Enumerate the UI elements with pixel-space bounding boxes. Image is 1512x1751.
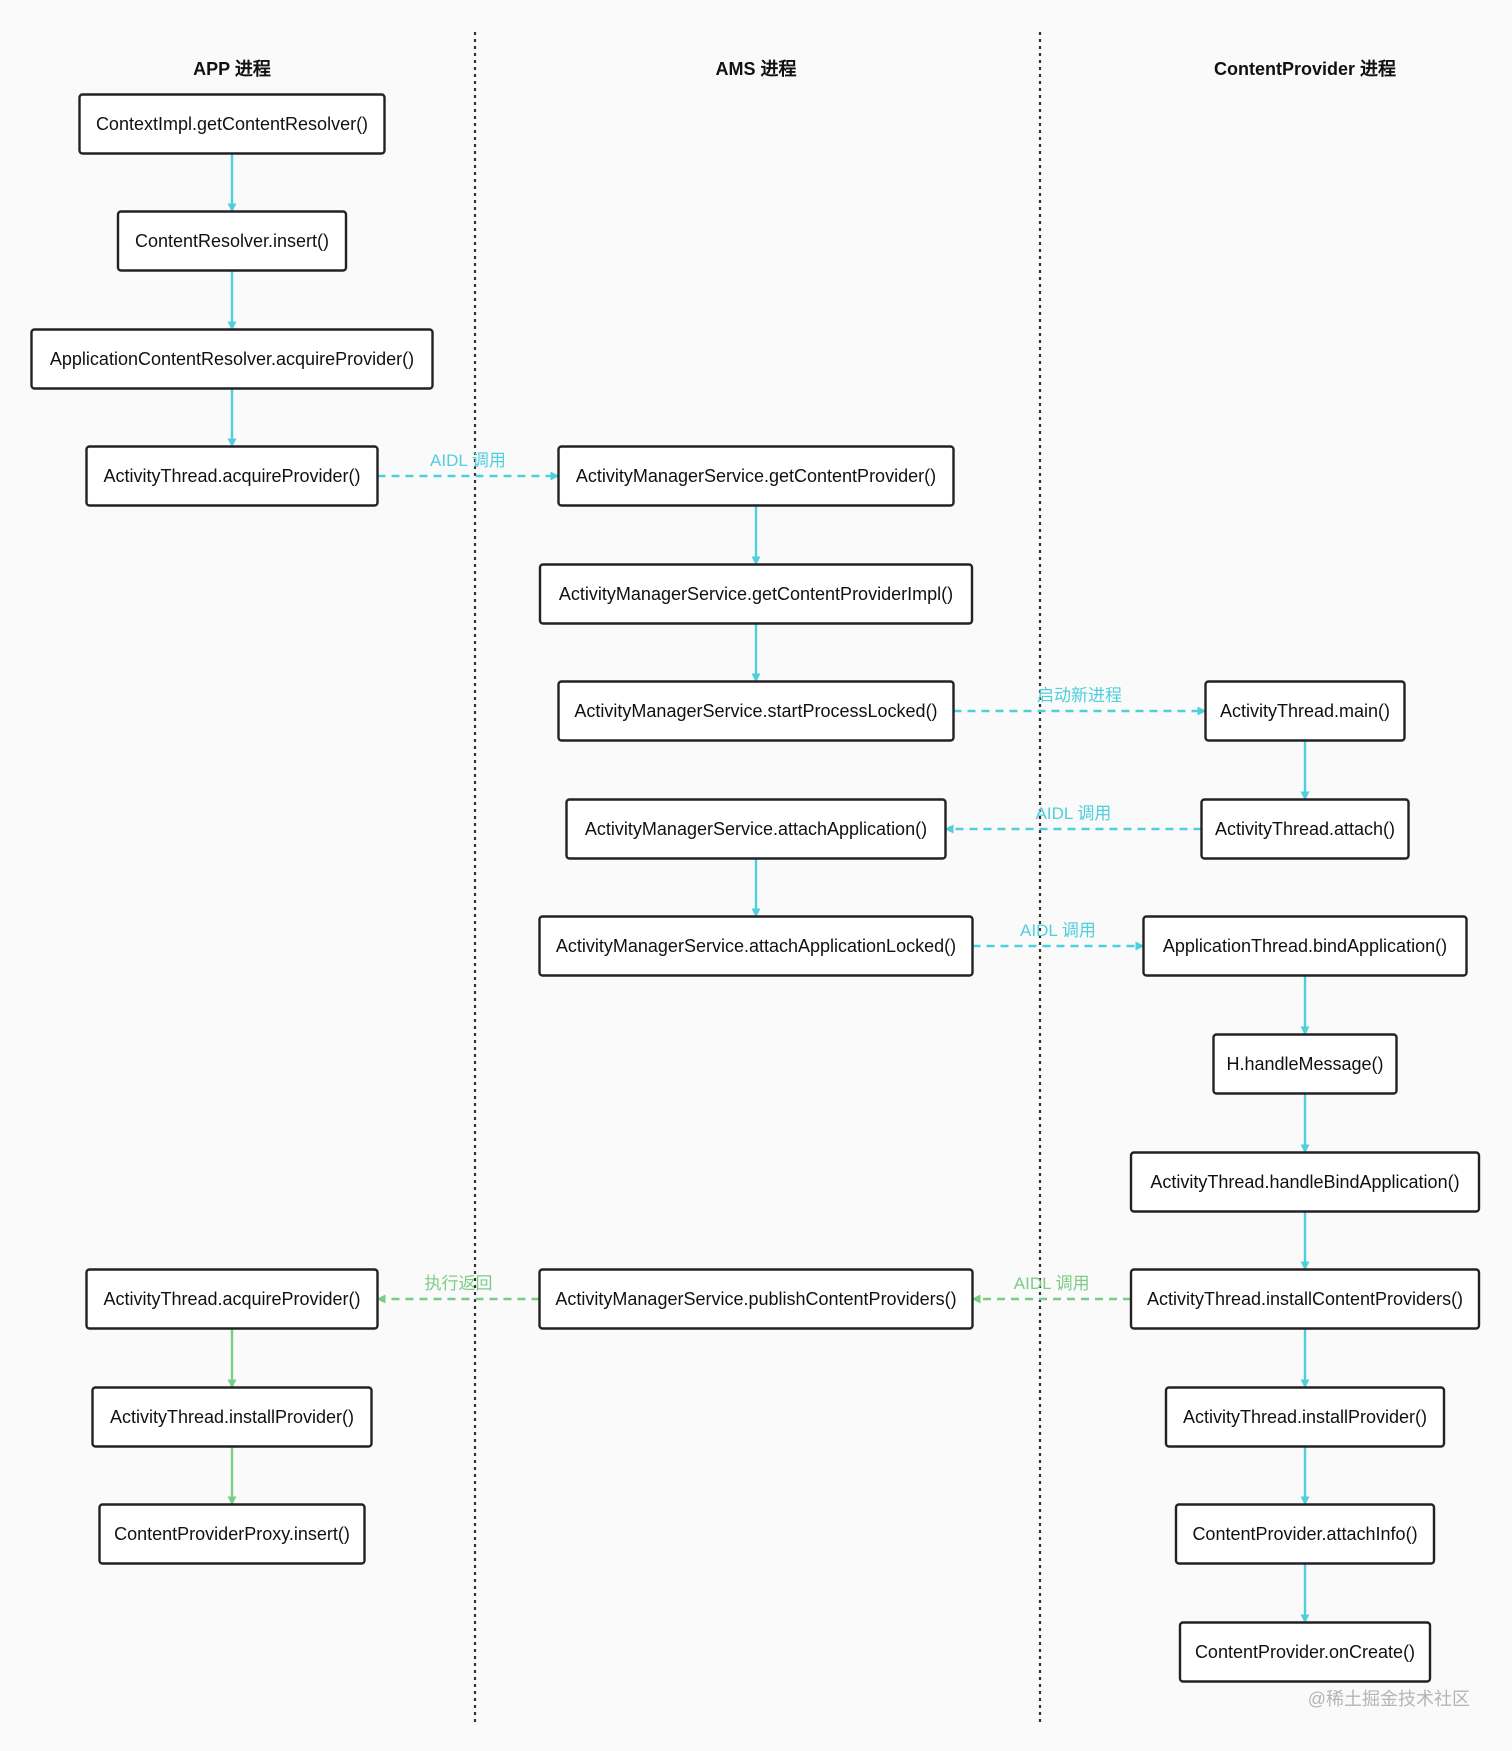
node-label: ActivityManagerService.getContentProvide…	[559, 584, 953, 604]
node-n1: ContextImpl.getContentResolver()	[78, 93, 386, 155]
node-label: ContentResolver.insert()	[135, 231, 329, 251]
node-n22: ContentProvider.onCreate()	[1178, 1621, 1432, 1683]
node-n21: ContentProvider.attachInfo()	[1174, 1503, 1436, 1565]
node-n13: H.handleMessage()	[1212, 1033, 1398, 1095]
node-box	[1204, 680, 1406, 742]
node-label: ApplicationThread.bindApplication()	[1163, 936, 1447, 956]
node-box	[98, 1503, 366, 1565]
edge-label: AIDL 调用	[1036, 804, 1112, 823]
node-label: ContextImpl.getContentResolver()	[96, 114, 368, 134]
edge-label: 执行返回	[425, 1274, 493, 1293]
node-n11: ActivityManagerService.attachApplication…	[538, 915, 974, 977]
edge-label: 启动新进程	[1037, 686, 1122, 705]
node-box	[85, 1268, 379, 1330]
node-label: ActivityManagerService.getContentProvide…	[576, 466, 936, 486]
node-box	[565, 798, 947, 860]
lane-title-app: APP 进程	[193, 59, 271, 79]
node-box	[1212, 1033, 1398, 1095]
node-label: ContentProviderProxy.insert()	[114, 1524, 350, 1544]
node-box	[538, 1268, 974, 1330]
edges	[227, 153, 1310, 1624]
node-n20: ActivityThread.installProvider()	[1164, 1386, 1446, 1448]
node-label: ActivityThread.attach()	[1215, 819, 1395, 839]
node-box	[1174, 1503, 1436, 1565]
node-label: ActivityThread.acquireProvider()	[103, 1289, 360, 1309]
node-n2: ContentResolver.insert()	[116, 210, 348, 272]
node-box	[1200, 798, 1410, 860]
node-n12: ApplicationThread.bindApplication()	[1142, 915, 1468, 977]
lane-titles: APP 进程 AMS 进程 ContentProvider 进程	[193, 59, 1396, 79]
node-n15: ActivityThread.installContentProviders()	[1129, 1268, 1481, 1330]
node-n6: ActivityManagerService.getContentProvide…	[538, 563, 974, 625]
node-label: ActivityThread.installContentProviders()	[1147, 1289, 1463, 1309]
lane-title-ams: AMS 进程	[716, 59, 797, 79]
node-n8: ActivityThread.main()	[1204, 680, 1406, 742]
node-label: ContentProvider.onCreate()	[1195, 1642, 1415, 1662]
node-n16: ActivityManagerService.publishContentPro…	[538, 1268, 974, 1330]
node-box	[116, 210, 348, 272]
lane-dividers	[473, 32, 1042, 1722]
node-n17: ActivityThread.acquireProvider()	[85, 1268, 379, 1330]
node-n5: ActivityManagerService.getContentProvide…	[557, 445, 955, 507]
edge-label: AIDL 调用	[1014, 1274, 1090, 1293]
node-box	[1142, 915, 1468, 977]
node-label: ActivityManagerService.attachApplication…	[585, 819, 927, 839]
node-n3: ApplicationContentResolver.acquireProvid…	[30, 328, 434, 390]
node-n7: ActivityManagerService.startProcessLocke…	[557, 680, 955, 742]
node-box	[538, 563, 974, 625]
node-label: ContentProvider.attachInfo()	[1192, 1524, 1417, 1544]
node-n14: ActivityThread.handleBindApplication()	[1129, 1151, 1481, 1213]
nodes: ContextImpl.getContentResolver() ContentR…	[30, 93, 1481, 1683]
node-label: ActivityManagerService.publishContentPro…	[555, 1289, 956, 1309]
node-label: H.handleMessage()	[1226, 1054, 1383, 1074]
node-box	[557, 680, 955, 742]
node-n19: ContentProviderProxy.insert()	[98, 1503, 366, 1565]
edge-label: AIDL 调用	[1020, 921, 1096, 940]
node-label: ActivityManagerService.startProcessLocke…	[574, 701, 937, 721]
node-box	[30, 328, 434, 390]
node-label: ActivityThread.acquireProvider()	[103, 466, 360, 486]
node-box	[1178, 1621, 1432, 1683]
node-box	[557, 445, 955, 507]
node-label: ApplicationContentResolver.acquireProvid…	[50, 349, 414, 369]
lane-title-contentprovider: ContentProvider 进程	[1214, 59, 1396, 79]
node-box	[1164, 1386, 1446, 1448]
node-label: ActivityThread.handleBindApplication()	[1150, 1172, 1459, 1192]
node-box	[85, 445, 379, 507]
node-n18: ActivityThread.installProvider()	[91, 1386, 373, 1448]
node-box	[1129, 1268, 1481, 1330]
node-label: ActivityManagerService.attachApplication…	[556, 936, 956, 956]
node-box	[78, 93, 386, 155]
node-label: ActivityThread.installProvider()	[1183, 1407, 1427, 1427]
node-box	[1129, 1151, 1481, 1213]
watermark: @稀土掘金技术社区	[1308, 1689, 1470, 1709]
node-n10: ActivityManagerService.attachApplication…	[565, 798, 947, 860]
node-label: ActivityThread.main()	[1220, 701, 1390, 721]
node-label: ActivityThread.installProvider()	[110, 1407, 354, 1427]
node-n9: ActivityThread.attach()	[1200, 798, 1410, 860]
node-box	[91, 1386, 373, 1448]
node-n4: ActivityThread.acquireProvider()	[85, 445, 379, 507]
edge-label: AIDL 调用	[430, 451, 506, 470]
node-box	[538, 915, 974, 977]
